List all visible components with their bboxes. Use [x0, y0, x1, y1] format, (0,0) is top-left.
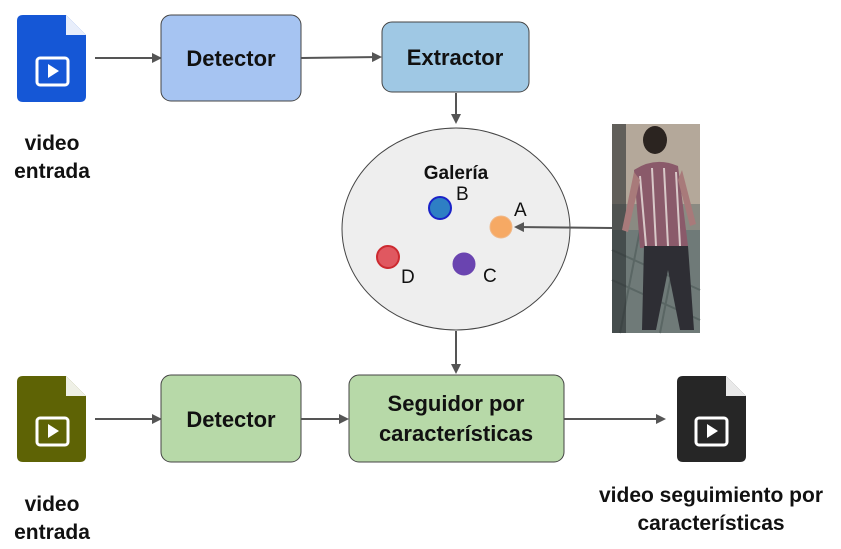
gallery-point-b-label: B [456, 184, 469, 205]
gallery-point-d [376, 245, 400, 269]
input-label-bottom-line1: video [25, 493, 80, 516]
tracker-box: Seguidor por características [348, 374, 565, 463]
gallery-point-a-label: A [514, 200, 527, 221]
input-label-top-line2: entrada [14, 160, 90, 183]
arrow-detector-to-extractor [300, 52, 382, 63]
detector-box-bottom: Detector [160, 374, 302, 463]
tracker-label-line1: Seguidor por [388, 391, 525, 416]
input-label-bottom-line2: entrada [14, 521, 90, 544]
tracker-label-line2: características [379, 421, 533, 446]
gallery-point-a [489, 215, 513, 239]
gallery-circle: Galería B A D C [341, 127, 571, 331]
output-video-file-icon [677, 376, 746, 462]
gallery-title: Galería [424, 163, 489, 184]
extractor-box: Extractor [381, 21, 530, 93]
arrow-query-to-point-a [514, 222, 613, 233]
query-person-image [611, 124, 701, 334]
input-label-top-line1: video [25, 132, 80, 155]
gallery-point-d-label: D [401, 267, 415, 288]
detector-box-top: Detector [160, 14, 302, 102]
detector-label-bottom: Detector [186, 407, 276, 432]
gallery-point-c-label: C [483, 266, 497, 287]
gallery-point-c [452, 252, 476, 276]
output-label-line2: características [637, 512, 784, 535]
input-video-file-icon-top [17, 15, 86, 102]
extractor-label: Extractor [407, 45, 504, 70]
output-label-line1: video seguimiento por [599, 484, 823, 507]
detector-label-top: Detector [186, 46, 276, 71]
input-video-file-icon-bottom [17, 376, 86, 462]
gallery-point-b [428, 196, 452, 220]
